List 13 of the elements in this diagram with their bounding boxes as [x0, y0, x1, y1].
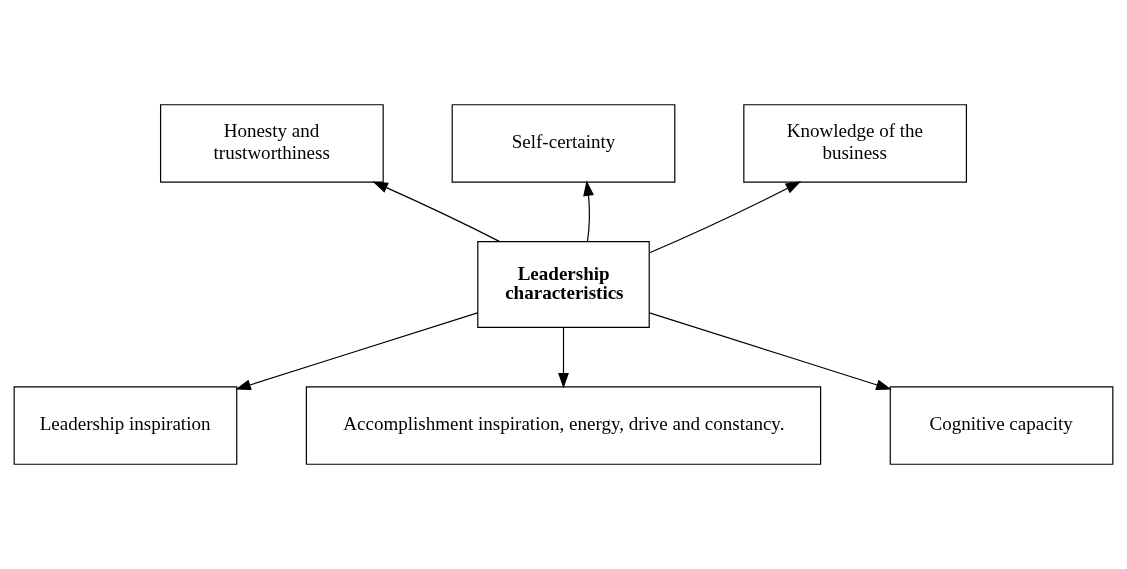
arrow	[558, 327, 569, 389]
arrow	[372, 181, 501, 243]
node-box: Leadership characteristics	[477, 241, 650, 328]
arrow	[648, 312, 892, 391]
arrow	[649, 181, 802, 254]
node-box: Leadership inspiration	[13, 386, 238, 465]
node-box: Knowledge of the business	[743, 104, 967, 183]
node-box: Self-certainty	[451, 104, 676, 183]
arrow	[583, 180, 594, 242]
node-box: Accomplishment inspiration, energy, drive and constancy.	[305, 386, 822, 465]
node-box: Cognitive capacity	[889, 386, 1114, 465]
node-box: Honesty and trustworthiness	[160, 104, 384, 183]
arrow	[235, 312, 479, 391]
